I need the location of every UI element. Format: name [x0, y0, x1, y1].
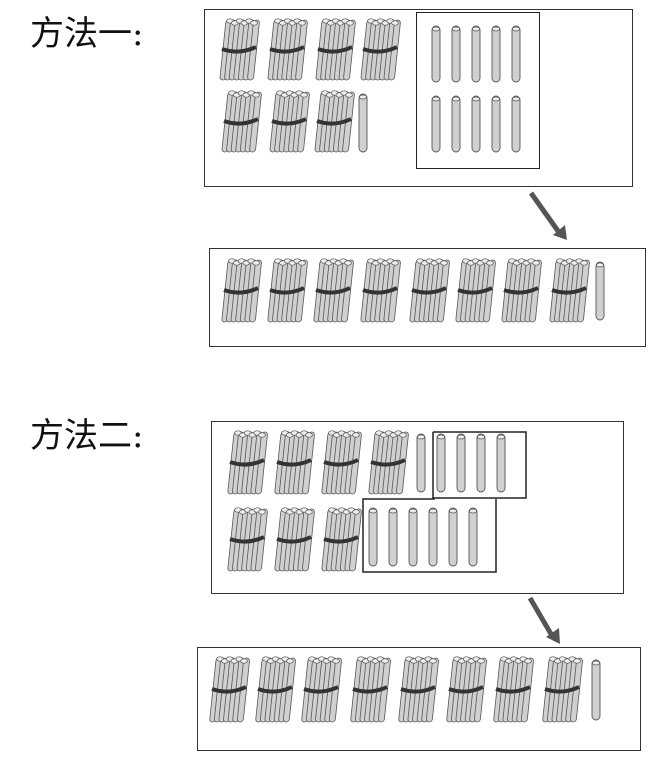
single-stick-icon — [496, 433, 506, 493]
single-stick-icon — [431, 95, 441, 153]
single-stick-icon — [416, 433, 426, 493]
single-stick-icon — [451, 25, 461, 83]
bundle-of-ten-sticks-icon — [227, 430, 268, 495]
bundle-of-ten-sticks-icon — [267, 258, 308, 323]
bundle-of-ten-sticks-icon — [269, 90, 310, 153]
bundle-of-ten-sticks-icon — [542, 656, 583, 723]
bundle-of-ten-sticks-icon — [360, 258, 401, 323]
bundle-of-ten-sticks-icon — [455, 258, 496, 323]
single-stick-icon — [491, 25, 501, 83]
bundle-of-ten-sticks-icon — [501, 258, 542, 323]
single-stick-icon — [595, 261, 605, 321]
single-stick-icon — [456, 433, 466, 493]
method-1-label: 方法一: — [30, 14, 144, 54]
single-stick-icon — [471, 95, 481, 153]
single-stick-icon — [368, 507, 378, 567]
bundle-of-ten-sticks-icon — [227, 507, 268, 572]
method-2-label: 方法二: — [30, 416, 144, 456]
single-stick-icon — [591, 659, 601, 721]
single-stick-icon — [451, 95, 461, 153]
bundle-of-ten-sticks-icon — [267, 18, 308, 81]
single-stick-icon — [476, 433, 486, 493]
bundle-of-ten-sticks-icon — [549, 258, 590, 323]
single-stick-icon — [436, 433, 446, 493]
bundle-of-ten-sticks-icon — [313, 258, 354, 323]
single-stick-icon — [408, 507, 418, 567]
bundle-of-ten-sticks-icon — [493, 656, 534, 723]
single-stick-icon — [511, 95, 521, 153]
bundle-of-ten-sticks-icon — [321, 430, 362, 495]
bundle-of-ten-sticks-icon — [350, 656, 391, 723]
bundle-of-ten-sticks-icon — [446, 656, 487, 723]
method-1-ten-sticks-outline — [416, 12, 540, 169]
single-stick-icon — [491, 95, 501, 153]
bundle-of-ten-sticks-icon — [398, 656, 439, 723]
bundle-of-ten-sticks-icon — [360, 18, 401, 81]
single-stick-icon — [431, 25, 441, 83]
bundle-of-ten-sticks-icon — [219, 18, 260, 81]
single-stick-icon — [388, 507, 398, 567]
bundle-of-ten-sticks-icon — [314, 90, 355, 153]
single-stick-icon — [358, 93, 368, 153]
single-stick-icon — [468, 507, 478, 567]
bundle-of-ten-sticks-icon — [301, 656, 342, 723]
bundle-of-ten-sticks-icon — [221, 258, 262, 323]
single-stick-icon — [428, 507, 438, 567]
bundle-of-ten-sticks-icon — [221, 90, 262, 153]
arrow-icon — [528, 191, 567, 240]
bundle-of-ten-sticks-icon — [209, 656, 250, 723]
bundle-of-ten-sticks-icon — [274, 507, 315, 572]
single-stick-icon — [471, 25, 481, 83]
single-stick-icon — [511, 25, 521, 83]
arrow-icon — [527, 596, 560, 644]
bundle-of-ten-sticks-icon — [321, 507, 362, 572]
bundle-of-ten-sticks-icon — [255, 656, 296, 723]
bundle-of-ten-sticks-icon — [409, 258, 450, 323]
single-stick-icon — [448, 507, 458, 567]
bundle-of-ten-sticks-icon — [274, 430, 315, 495]
bundle-of-ten-sticks-icon — [368, 430, 409, 495]
bundle-of-ten-sticks-icon — [315, 18, 356, 81]
